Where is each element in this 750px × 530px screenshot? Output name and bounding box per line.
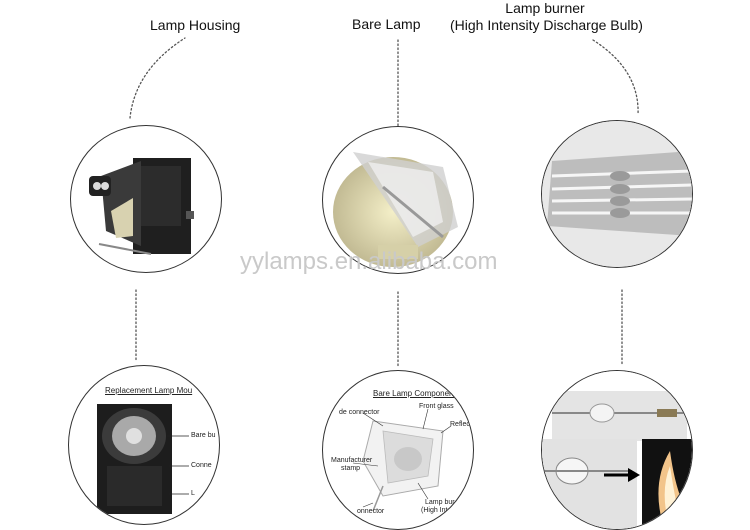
- housing-label-bare-bulb: Bare bu: [191, 432, 216, 439]
- lamp-burner-title-line2: (High Intensity Discharge Bulb): [450, 17, 643, 33]
- bare-lamp-title: Bare Lamp: [352, 16, 421, 32]
- bare-label-stamp: stamp: [341, 465, 361, 472]
- bare-label-front-glass: Front glass: [419, 403, 454, 410]
- bare-diagram-heading: Bare Lamp Components: [373, 389, 460, 398]
- bare-label-reflector: Reflect: [450, 421, 472, 428]
- bare-lamp-diagram-image: [352, 408, 452, 512]
- lamp-housing-image: [89, 158, 194, 255]
- bare-label-side-connector: de connector: [339, 409, 380, 416]
- housing-diagram-heading: Replacement Lamp Mou: [105, 386, 193, 395]
- lamp-burner-image: [542, 121, 692, 267]
- burner-diagram-circle: [541, 370, 693, 530]
- housing-diagram-circle: Replacement Lamp Mou Bare bu Conne L: [68, 365, 220, 525]
- bare-lamp-diagram-circle: Bare Lamp Components de connector Front …: [322, 370, 474, 530]
- lamp-housing-title: Lamp Housing: [150, 17, 241, 33]
- bare-lamp-image: [333, 152, 458, 267]
- lamp-burner-photo-circle: [541, 120, 693, 268]
- burner-diagram-image: [542, 371, 692, 529]
- bare-label-manufacturer: Manufacturer: [331, 457, 373, 464]
- watermark-text: yylamps.en.alibaba.com: [240, 248, 498, 275]
- arrow-right-icon: [604, 468, 640, 482]
- housing-label-l: L: [191, 490, 195, 497]
- burner-top-connector: [592, 39, 639, 116]
- housing-label-connector: Conne: [191, 462, 212, 469]
- bare-label-connector: onnector: [357, 508, 385, 515]
- bare-lamp-photo-circle: [322, 126, 474, 274]
- housing-top-connector: [129, 37, 186, 119]
- bare-label-high-intensity: (High Intensity: [421, 507, 466, 514]
- lamp-burner-title: Lamp burner (High Intensity Discharge Bu…: [450, 0, 643, 34]
- housing-diagram-image: [97, 404, 189, 514]
- bare-label-lamp-burner: Lamp bur: [425, 499, 455, 506]
- lamp-burner-title-line1: Lamp burner: [505, 0, 585, 16]
- lamp-housing-photo-circle: [70, 125, 222, 273]
